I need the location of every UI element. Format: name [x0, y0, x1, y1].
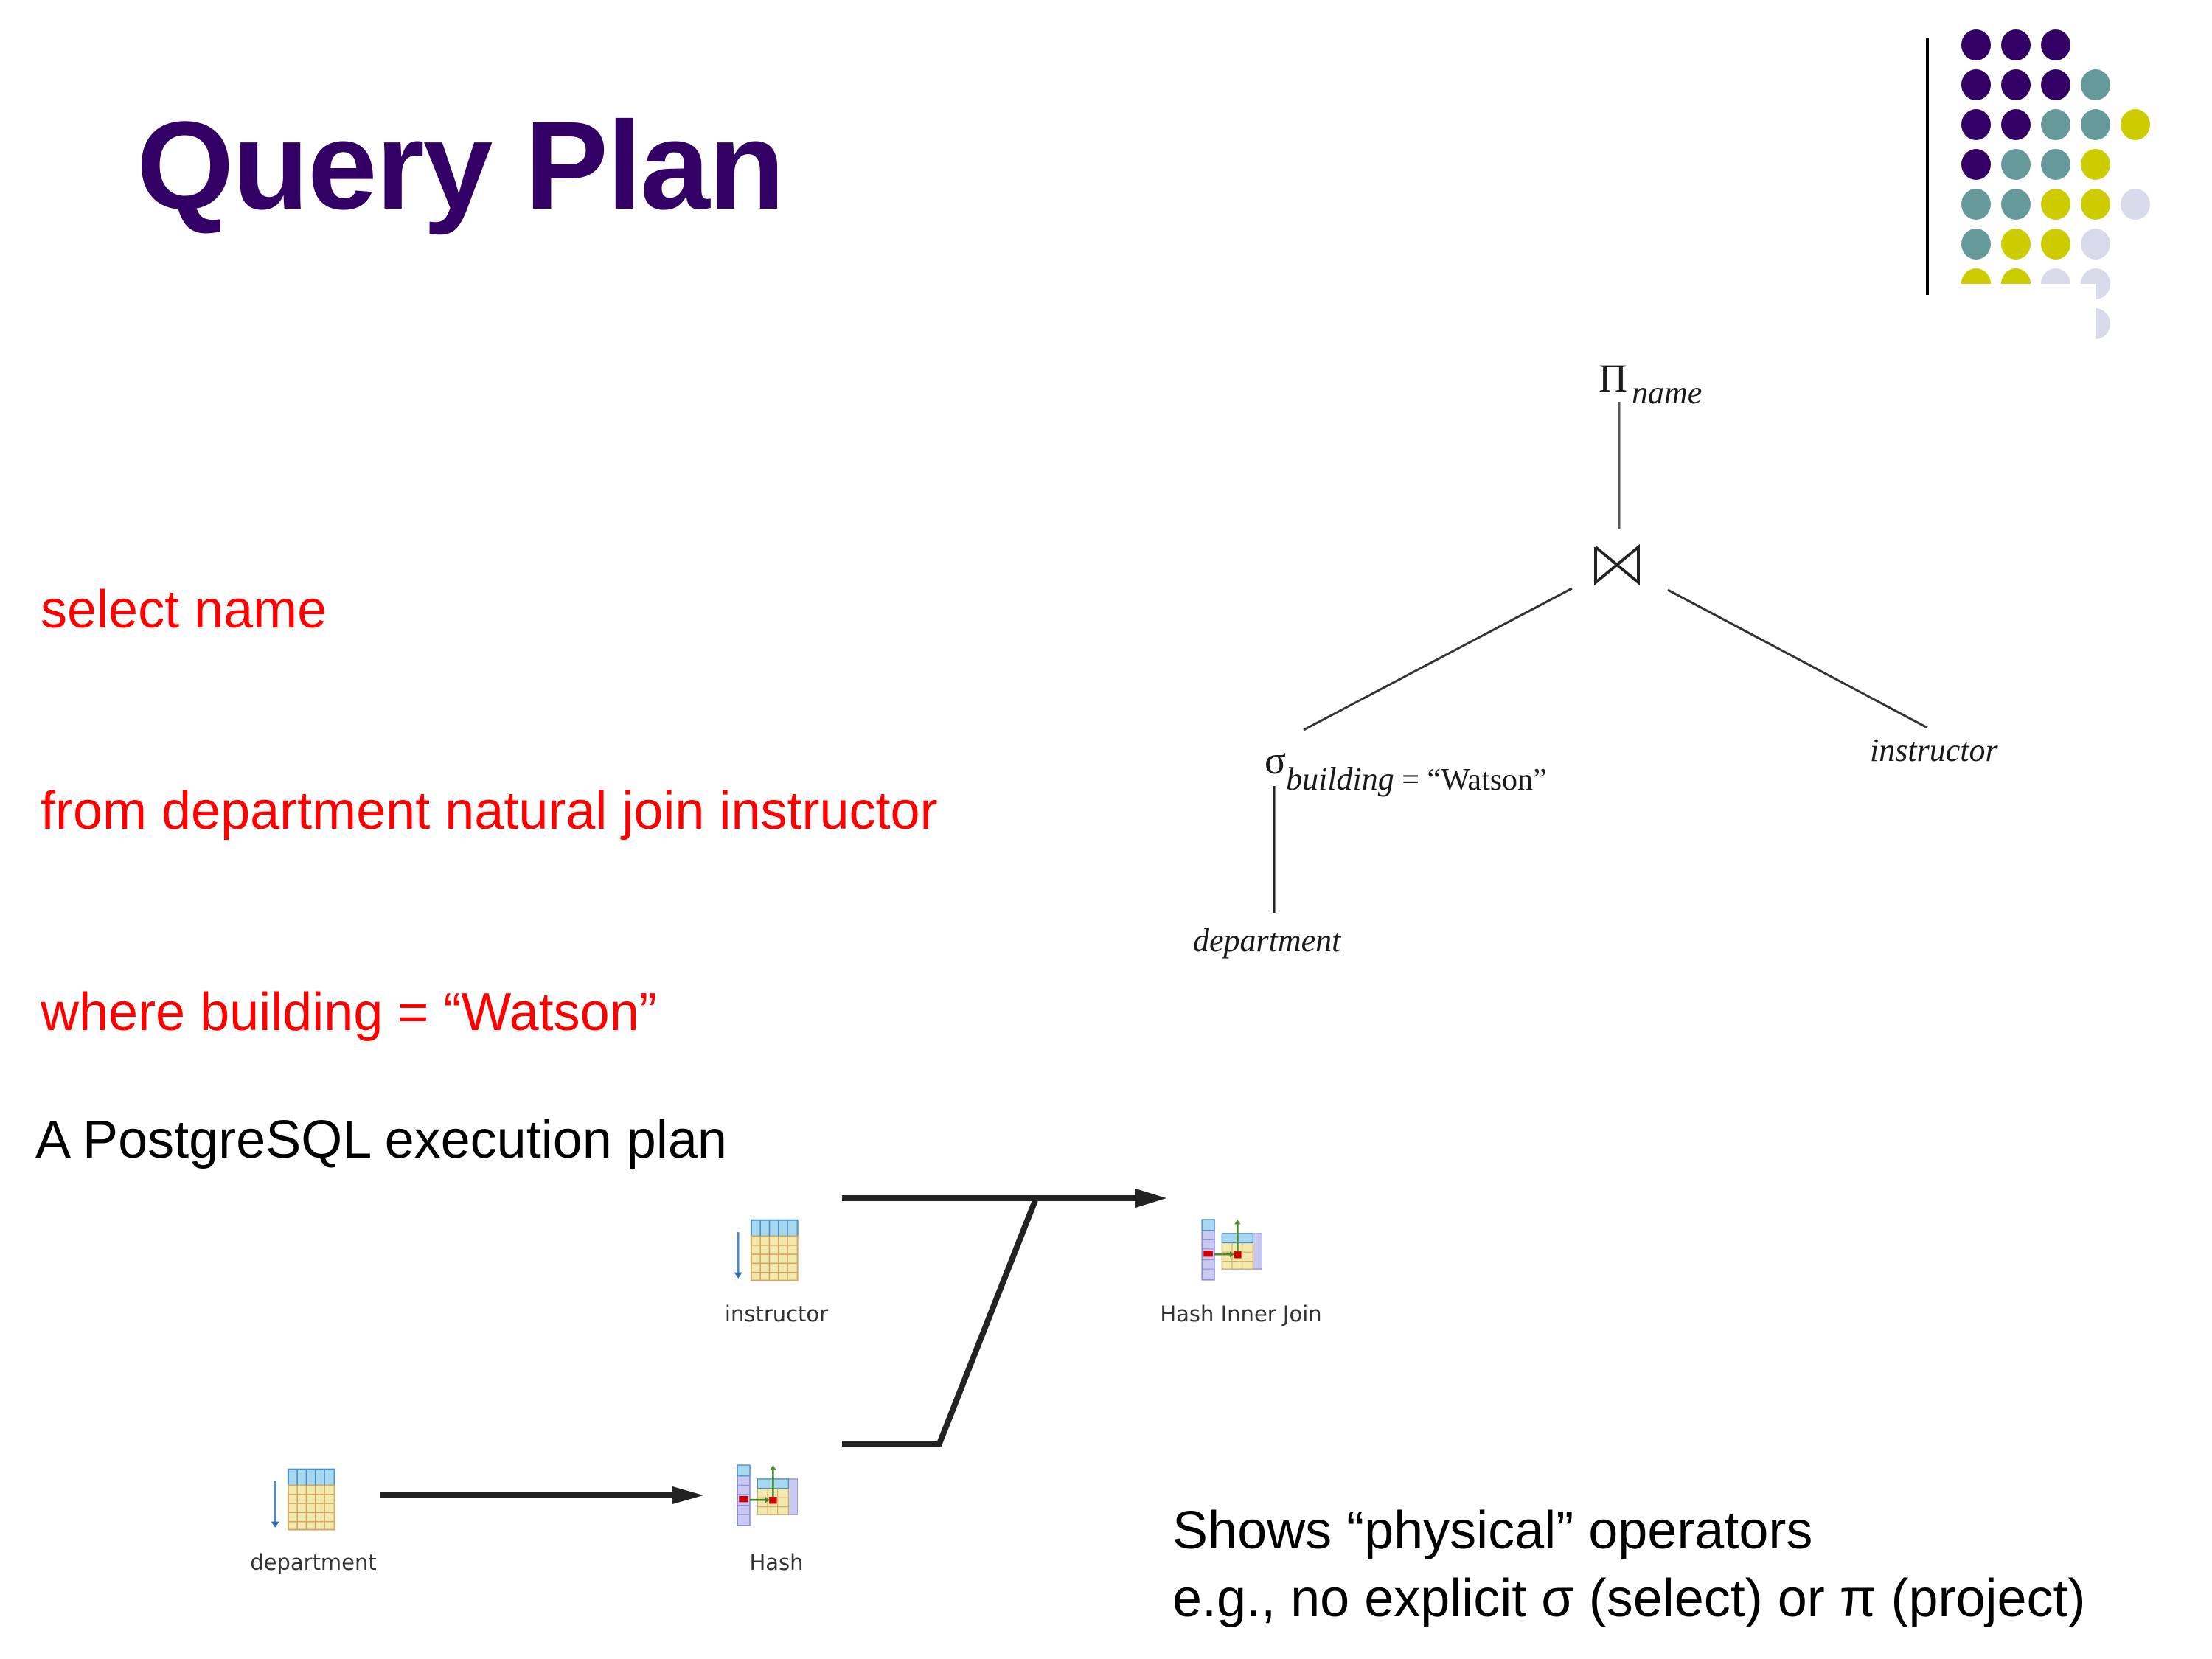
seq-scan-icon	[271, 1468, 335, 1531]
decorative-dot	[2001, 149, 2031, 180]
edge-department-hash	[380, 1486, 703, 1504]
decorative-dot	[2081, 189, 2110, 220]
decorative-dot	[2041, 268, 2070, 284]
hash-join-icon	[1201, 1219, 1262, 1281]
decorative-dot	[2001, 229, 2031, 260]
note-line-1: Shows “physical” operators	[1172, 1501, 1813, 1560]
decorative-dot	[2041, 229, 2070, 260]
decorative-dot	[2121, 109, 2150, 140]
physical-operators-note: Shows “physical” operators e.g., no expl…	[1172, 1497, 2086, 1632]
decorative-dot	[2121, 189, 2150, 220]
note-line-2: e.g., no explicit σ (select) or π (proje…	[1172, 1569, 2086, 1628]
node-label-hash: Hash	[749, 1550, 804, 1575]
decorative-dot	[2041, 69, 2070, 100]
decorative-dot	[2096, 308, 2110, 339]
decorative-dot	[1961, 109, 1991, 140]
sql-line-select: select name	[41, 580, 327, 639]
decorative-dot	[2001, 189, 2031, 220]
sql-line-where: where building = “Watson”	[41, 983, 657, 1042]
plan-edges	[380, 1189, 1166, 1504]
node-label-instructor: instructor	[724, 1301, 829, 1326]
seq-scan-icon	[734, 1219, 799, 1281]
decorative-dot	[2081, 149, 2110, 180]
select-subscript-condition: = “Watson”	[1394, 763, 1547, 797]
execution-plan-diagram: instructor department Hash	[0, 1180, 2212, 1593]
decorative-dot	[2001, 268, 2031, 284]
leaf-department: department	[1193, 922, 1341, 959]
decorative-dot	[2041, 189, 2070, 220]
edge-instructor-hashjoin	[842, 1189, 1166, 1208]
project-subscript: name	[1632, 375, 1703, 411]
execution-plan-heading: A PostgreSQL execution plan	[35, 1110, 727, 1169]
select-subscript-attr: building	[1286, 761, 1394, 797]
decorative-dot	[2041, 109, 2070, 140]
project-symbol: Π	[1599, 356, 1627, 400]
decorative-dot	[2001, 109, 2031, 140]
decorative-dot-grid	[1961, 29, 2197, 354]
sql-line-from: from department natural join instructor	[41, 782, 938, 841]
tree-edges	[1273, 402, 1928, 913]
edge-hash-hashjoin	[842, 1199, 1038, 1447]
decorative-dot	[2096, 268, 2110, 299]
decorative-dot	[2081, 229, 2110, 260]
decorative-dot	[2001, 29, 2031, 60]
edge-join-instructor	[1667, 588, 1928, 729]
decorative-dot	[1961, 69, 1991, 100]
decorative-dot	[2041, 29, 2070, 60]
decorative-divider	[1926, 38, 1929, 295]
decorative-dot	[2001, 69, 2031, 100]
node-label-hash-inner-join: Hash Inner Join	[1160, 1301, 1322, 1326]
decorative-dot	[1961, 29, 1991, 60]
decorative-dot	[1961, 229, 1991, 260]
decorative-dot	[1961, 149, 1991, 180]
decorative-dot	[2081, 69, 2110, 100]
slide-title: Query Plan	[136, 96, 785, 236]
decorative-dot	[1961, 189, 1991, 220]
decorative-dot	[1961, 268, 1991, 284]
join-bowtie-icon	[1594, 543, 1640, 586]
sql-query: select name from department natural join…	[41, 442, 938, 1113]
decorative-dot	[2041, 149, 2070, 180]
node-label-department: department	[250, 1550, 377, 1575]
select-symbol: σ	[1265, 738, 1287, 782]
edge-join-select	[1303, 587, 1573, 731]
select-node: σbuilding = “Watson”	[1265, 737, 1547, 797]
decorative-dot	[2081, 109, 2110, 140]
hash-icon	[737, 1464, 798, 1526]
leaf-instructor: instructor	[1870, 732, 1998, 768]
